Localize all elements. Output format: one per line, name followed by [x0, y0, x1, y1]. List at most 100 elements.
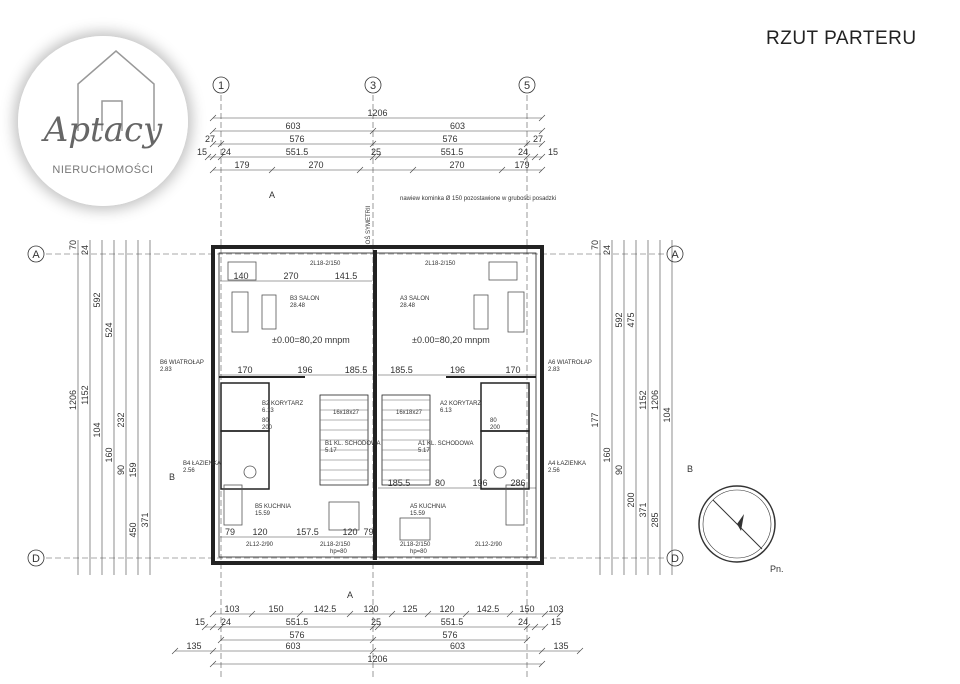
dimension-value: 24 — [602, 245, 612, 255]
room-area: 2.83 — [160, 367, 172, 373]
room-area: 5.17 — [418, 448, 430, 454]
dimension-value: 15 — [551, 617, 561, 627]
dimension-value: 125 — [402, 604, 417, 614]
dimension-value: 103 — [548, 604, 563, 614]
dimension-value: 551.5 — [286, 617, 309, 627]
dimension-value: 142.5 — [477, 604, 500, 614]
dimension-value: 179 — [234, 160, 249, 170]
house-icon — [77, 50, 155, 131]
dimension-value: 120 — [363, 604, 378, 614]
room-area: 2.56 — [183, 468, 195, 474]
interior-dimension: 140 — [233, 271, 248, 281]
dimension-value: 603 — [285, 121, 300, 131]
axis-label-2: 5 — [524, 80, 530, 92]
dimension-value: 103 — [224, 604, 239, 614]
dimension-value: 160 — [104, 447, 114, 462]
interior-dimension: 286 — [510, 478, 525, 488]
room-name: A2 KORYTARZ — [440, 401, 481, 407]
window-label: 2L12-2/90 — [475, 542, 503, 548]
agency-logo-watermark: Aptacy NIERUCHOMOŚCI — [18, 36, 188, 206]
window-sill: hp=80 — [410, 549, 428, 555]
interior-dimension: 196 — [450, 365, 465, 375]
logo-name: Aptacy — [43, 110, 163, 150]
dimension-value: 15 — [197, 147, 207, 157]
dimension-value: 270 — [308, 160, 323, 170]
dimension-value: 27 — [533, 134, 543, 144]
room-name: B5 KUCHNIA — [255, 504, 291, 510]
interior-dimension: 141.5 — [335, 271, 358, 281]
window-label: 2L12-2/90 — [246, 542, 274, 548]
dimension-value: 24 — [221, 617, 231, 627]
window-label: 2L18-2/150 — [400, 542, 431, 548]
interior-dimension: 185.5 — [345, 365, 368, 375]
dimension-value: 150 — [519, 604, 534, 614]
section-mark: B — [687, 464, 693, 474]
compass-label: Pn. — [770, 564, 784, 574]
stairs-spec: 16x18x27 — [333, 410, 360, 416]
drawing-title: RZUT PARTERU — [766, 28, 917, 49]
door-height: 200 — [490, 425, 501, 431]
dimension-value: 576 — [289, 134, 304, 144]
dimension-value: 285 — [650, 512, 660, 527]
dimension-value: 200 — [626, 492, 636, 507]
dimension-value: 90 — [116, 465, 126, 475]
dimension-value: 24 — [80, 245, 90, 255]
dimension-value: 576 — [289, 630, 304, 640]
dimension-value: 592 — [92, 292, 102, 307]
dimension-value: 592 — [614, 312, 624, 327]
interior-dimension: 79 — [363, 527, 373, 537]
room-name: A1 KL. SCHODOWA — [418, 441, 473, 447]
room-name: A3 SALON — [400, 296, 429, 302]
dimension-value: 24 — [518, 617, 528, 627]
section-mark: A — [347, 590, 353, 600]
dimension-value: 70 — [590, 240, 600, 250]
dimension-value: 150 — [268, 604, 283, 614]
dimension-value: 524 — [104, 322, 114, 337]
door-width: 80 — [262, 418, 269, 424]
chimney-note: nawiew kominka Ø 150 pozostawione w grub… — [400, 196, 556, 202]
dimension-value: 159 — [128, 462, 138, 477]
room-area: 28.48 — [400, 303, 416, 309]
dimension-value: 603 — [450, 641, 465, 651]
interior-dimension: 196 — [472, 478, 487, 488]
door-width: 80 — [490, 418, 497, 424]
dimension-value: 1206 — [650, 390, 660, 410]
dimension-value: 450 — [128, 522, 138, 537]
room-name: B6 WIATROŁAP — [160, 360, 204, 366]
dimension-value: 1206 — [367, 108, 387, 118]
room-area: 5.17 — [325, 448, 337, 454]
axis-label-side: D — [32, 553, 40, 565]
dimension-value: 104 — [662, 407, 672, 422]
room-name: B1 KL. SCHODOWA — [325, 441, 380, 447]
interior-dimension: 270 — [283, 271, 298, 281]
dimension-value: 104 — [92, 422, 102, 437]
dimension-value: 24 — [221, 147, 231, 157]
axis-label-1: 3 — [370, 80, 376, 92]
section-mark: B — [169, 472, 175, 482]
dimension-value: 576 — [442, 630, 457, 640]
interior-dimension: 80 — [435, 478, 445, 488]
dimension-value: 25 — [371, 147, 381, 157]
dimension-value: 551.5 — [441, 147, 464, 157]
dimension-value: 576 — [442, 134, 457, 144]
dimension-value: 120 — [439, 604, 454, 614]
room-area: 15.59 — [410, 511, 426, 517]
dimension-value: 1206 — [367, 654, 387, 664]
dimension-value: 135 — [186, 641, 201, 651]
dimension-value: 15 — [548, 147, 558, 157]
interior-dimension: 157.5 — [296, 527, 319, 537]
dimension-value: 135 — [553, 641, 568, 651]
axis-label-side: A — [671, 249, 679, 261]
dimension-value: 25 — [371, 617, 381, 627]
window-sill: hp=80 — [330, 549, 348, 555]
room-name: A6 WIATROŁAP — [548, 360, 592, 366]
window-label: 2L18-2/150 — [425, 261, 456, 267]
interior-dimension: 185.5 — [388, 478, 411, 488]
dimension-value: 603 — [285, 641, 300, 651]
room-area: 2.56 — [548, 468, 560, 474]
room-name: A5 KUCHNIA — [410, 504, 446, 510]
dimension-value: 603 — [450, 121, 465, 131]
window-label: 2L18-2/150 — [320, 542, 351, 548]
logo-subtitle: NIERUCHOMOŚCI — [52, 164, 154, 176]
section-mark: A — [269, 190, 275, 200]
